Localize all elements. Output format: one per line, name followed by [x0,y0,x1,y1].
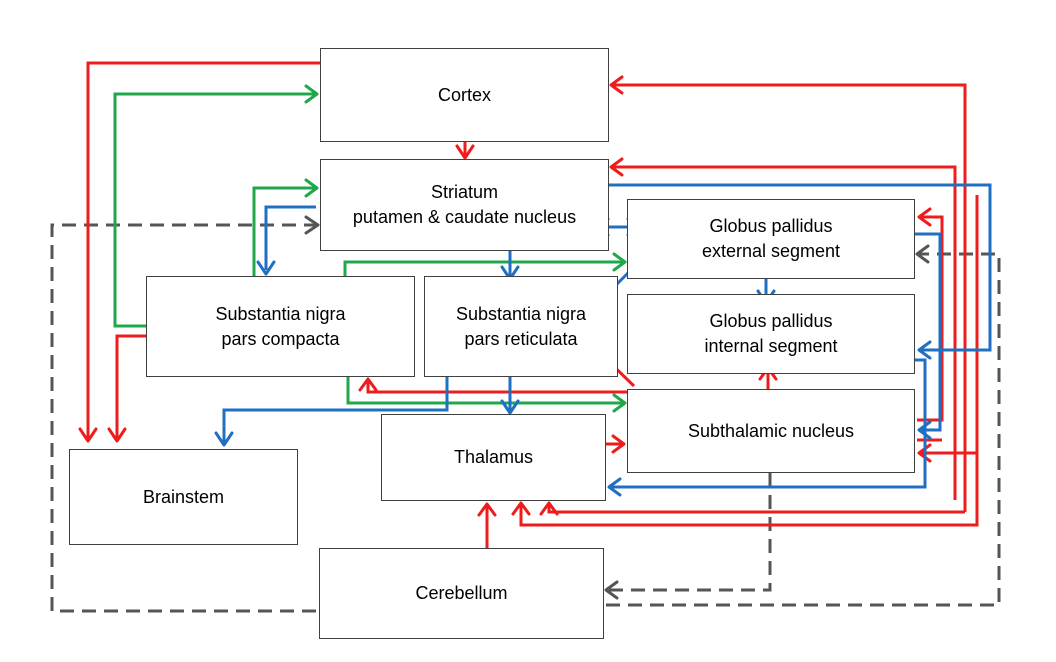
node-substantia-nigra-reticulata: Substantia nigra pars reticulata [424,276,618,377]
red-arrowhead-striatum-right [609,157,624,177]
node-gpe-line-1: Globus pallidus [709,216,833,236]
red-connections [86,61,979,548]
node-gpe-line-2: external segment [701,241,841,261]
node-substantia-nigra-compacta: Substantia nigra pars compacta [146,276,415,377]
red-line-loop-to-cortex [613,83,967,512]
red-arrowhead-cortex [609,75,624,95]
red-arrowhead-thalamus-1 [511,501,531,516]
dashed-line-stn-to-cerebellum [606,473,772,592]
red-arrowhead-gpe [917,207,932,227]
blue-arrowhead-snc [256,260,276,276]
green-arrowhead-cortex [304,84,319,104]
green-line-snc-to-gpe [343,260,623,276]
dashed-arrowheads [304,215,930,600]
red-line-stn-to-gpe [917,215,944,422]
red-arrowhead-thalamus-bottom [477,502,497,517]
dashed-arrowhead-striatum [304,215,320,235]
red-arrowhead-striatum-top [455,144,475,160]
node-cortex-line-1: Cortex [437,84,491,105]
red-arrowhead-stn-left [611,434,626,454]
node-snc-line-2: pars compacta [221,328,340,349]
red-arrowhead-snc [358,377,378,392]
green-arrowhead-striatum [304,178,319,198]
node-gpi-line-1: Globus pallidus [709,311,833,331]
node-brainstem: Brainstem [69,449,298,545]
blue-arrowhead-gpi [917,340,932,360]
node-subthalamic-nucleus: Subthalamic nucleus [627,389,915,473]
node-thalamus-line-1: Thalamus [453,447,534,467]
node-brainstem-line-1: Brainstem [142,486,225,507]
node-striatum-line-1: Striatum [430,182,499,202]
node-snr-line-2: pars reticulata [464,328,578,349]
green-line-snc-to-cortex [113,92,316,328]
node-gpi-line-2: internal segment [704,336,838,356]
blue-arrowhead-stn [917,420,932,440]
blue-arrowhead-thalamus-top [500,399,520,415]
node-striatum: Striatum putamen & caudate nucleus [320,159,609,251]
red-line-loop-to-striatum [613,165,957,500]
green-line-snc-to-striatum [252,186,316,276]
node-striatum-line-2: putamen & caudate nucleus [352,207,577,227]
node-snc-line-1: Substantia nigra [215,303,346,324]
dashed-arrowhead-cerebellum [604,580,619,600]
dashed-arrowhead-gpe [915,244,930,264]
blue-line-gpe-to-stn [915,232,942,432]
node-cerebellum: Cerebellum [319,548,604,639]
dashed-connections [50,223,1001,613]
red-arrowhead-brainstem-2 [107,427,127,443]
red-arrowhead-brainstem-1 [78,427,98,443]
green-arrowhead-gpe [612,252,627,272]
green-arrowhead-stn [612,393,627,413]
node-snr-line-1: Substantia nigra [455,303,587,324]
blue-arrowhead-thalamus [607,477,622,497]
node-cerebellum-line-1: Cerebellum [415,583,508,603]
green-arrowheads [304,84,627,413]
blue-line-striatum-to-gpi [609,183,992,352]
blue-line-gpi-to-thalamus [610,358,927,489]
red-line-stn-to-snc [366,381,627,394]
blue-arrowhead-brainstem [214,431,234,447]
blue-line-snr-to-brainstem [222,377,449,442]
node-globus-pallidus-external: Globus pallidus external segment [627,199,915,279]
red-line-cortex-to-brainstem [86,61,320,438]
node-thalamus: Thalamus [381,414,606,501]
blue-connections [222,183,992,489]
red-arrowhead-thalamus-2 [539,501,559,516]
dashed-line-cerebellum-to-striatum [50,223,316,613]
node-globus-pallidus-internal: Globus pallidus internal segment [627,294,915,374]
green-line-snc-to-stn [346,377,623,405]
node-stn-line-1: Subthalamic nucleus [687,420,855,441]
green-connections [113,92,623,405]
node-cortex: Cortex [320,48,609,142]
blue-line-striatum-to-snc [264,205,316,270]
red-line-loop-to-thalamus-outer [519,195,979,527]
red-line-loop-to-thalamus-inner [547,505,965,514]
red-line-snc-to-brainstem [115,334,146,438]
